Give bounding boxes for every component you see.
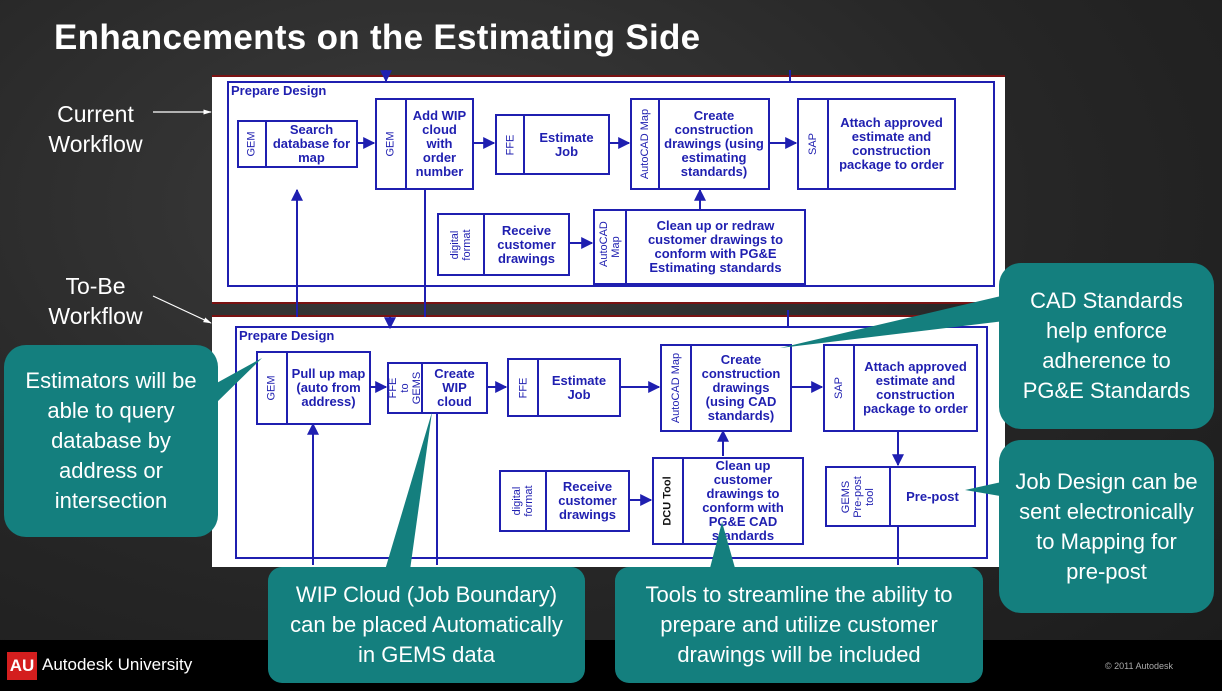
tobe-pullup-text: Pull up map (auto from address) <box>291 366 366 409</box>
tobe-receive-box: digital format Receive customer drawings <box>499 470 630 532</box>
current-search-text: Search database for map <box>272 122 351 165</box>
current-estimate-box: FFE Estimate Job <box>495 114 610 175</box>
current-cleanup-box: AutoCAD Map Clean up or redraw customer … <box>593 209 806 285</box>
tobe-wip-box: FFE to GEMS Create WIP cloud <box>387 362 488 414</box>
current-attach-text: Attach approved estimate and constructio… <box>839 115 944 172</box>
current-prepare-design-frame <box>227 81 995 287</box>
current-prepare-design-label: Prepare Design <box>231 83 327 98</box>
callout-job-design-text: Job Design can be sent electronically to… <box>1015 468 1198 584</box>
callout-job-design: Job Design can be sent electronically to… <box>999 440 1214 613</box>
callout-tools: Tools to streamline the ability to prepa… <box>615 567 983 683</box>
footer-bar <box>0 640 1222 691</box>
callout-estimators: Estimators will be able to query databas… <box>4 345 218 537</box>
footer-logo-text: Autodesk University <box>42 655 193 674</box>
callout-wip-cloud: WIP Cloud (Job Boundary) can be placed A… <box>268 567 585 683</box>
tobe-prepost-box: GEMS Pre-post tool Pre-post <box>825 466 976 527</box>
tobe-estimate-text: Estimate Job <box>551 372 607 402</box>
tobe-cleanup-box: DCU Tool Clean up customer drawings to c… <box>652 457 804 545</box>
tobe-pullup-box: GEM Pull up map (auto from address) <box>256 351 371 425</box>
callout-estimators-text: Estimators will be able to query databas… <box>25 368 197 513</box>
tobe-workflow-label: To-Be Workflow <box>48 273 143 329</box>
current-cleanup-text: Clean up or redraw customer drawings to … <box>647 218 784 275</box>
current-receive-text: Receive customer drawings <box>497 222 556 266</box>
callout-cad-standards: CAD Standards help enforce adherence to … <box>999 263 1214 429</box>
callout-tools-text: Tools to streamline the ability to prepa… <box>645 582 953 667</box>
current-create-box: AutoCAD Map Create construction drawings… <box>630 98 770 190</box>
callout-cad-standards-text: CAD Standards help enforce adherence to … <box>1022 288 1191 403</box>
current-workflow-label: Current Workflow <box>48 101 143 157</box>
tobe-create-box: AutoCAD Map Create construction drawings… <box>660 344 792 432</box>
tobe-prepare-design-label: Prepare Design <box>239 328 335 343</box>
tobe-prepost-text: Pre-post <box>906 488 959 504</box>
tobe-prepare-design-frame <box>235 326 988 559</box>
tobe-estimate-box: FFE Estimate Job <box>507 358 621 417</box>
footer-copyright: © 2011 Autodesk <box>1105 661 1174 671</box>
current-attach-box: SAP Attach approved estimate and constru… <box>797 98 956 190</box>
tobe-wip-text: Create WIP cloud <box>434 366 475 409</box>
tobe-attach-box: SAP Attach approved estimate and constru… <box>823 344 978 432</box>
current-wip-text: Add WIP cloud with order number <box>412 108 467 179</box>
tobe-receive-text: Receive customer drawings <box>558 479 617 522</box>
current-receive-box: digital format Receive customer drawings <box>437 213 570 276</box>
current-search-box: GEM Search database for map <box>237 120 358 168</box>
autodesk-logo-icon: AU <box>7 652 37 680</box>
callout-wip-cloud-text: WIP Cloud (Job Boundary) can be placed A… <box>290 582 563 667</box>
tobe-attach-text: Attach approved estimate and constructio… <box>863 359 968 416</box>
tobe-create-text: Create construction drawings (using CAD … <box>701 352 781 423</box>
current-create-text: Create construction drawings (using esti… <box>664 108 764 179</box>
current-estimate-text: Estimate Job <box>539 129 594 159</box>
slide-title: Enhancements on the Estimating Side <box>54 18 701 57</box>
current-wip-box: GEM Add WIP cloud with order number <box>375 98 474 190</box>
tobe-cleanup-text: Clean up customer drawings to conform wi… <box>702 458 784 543</box>
